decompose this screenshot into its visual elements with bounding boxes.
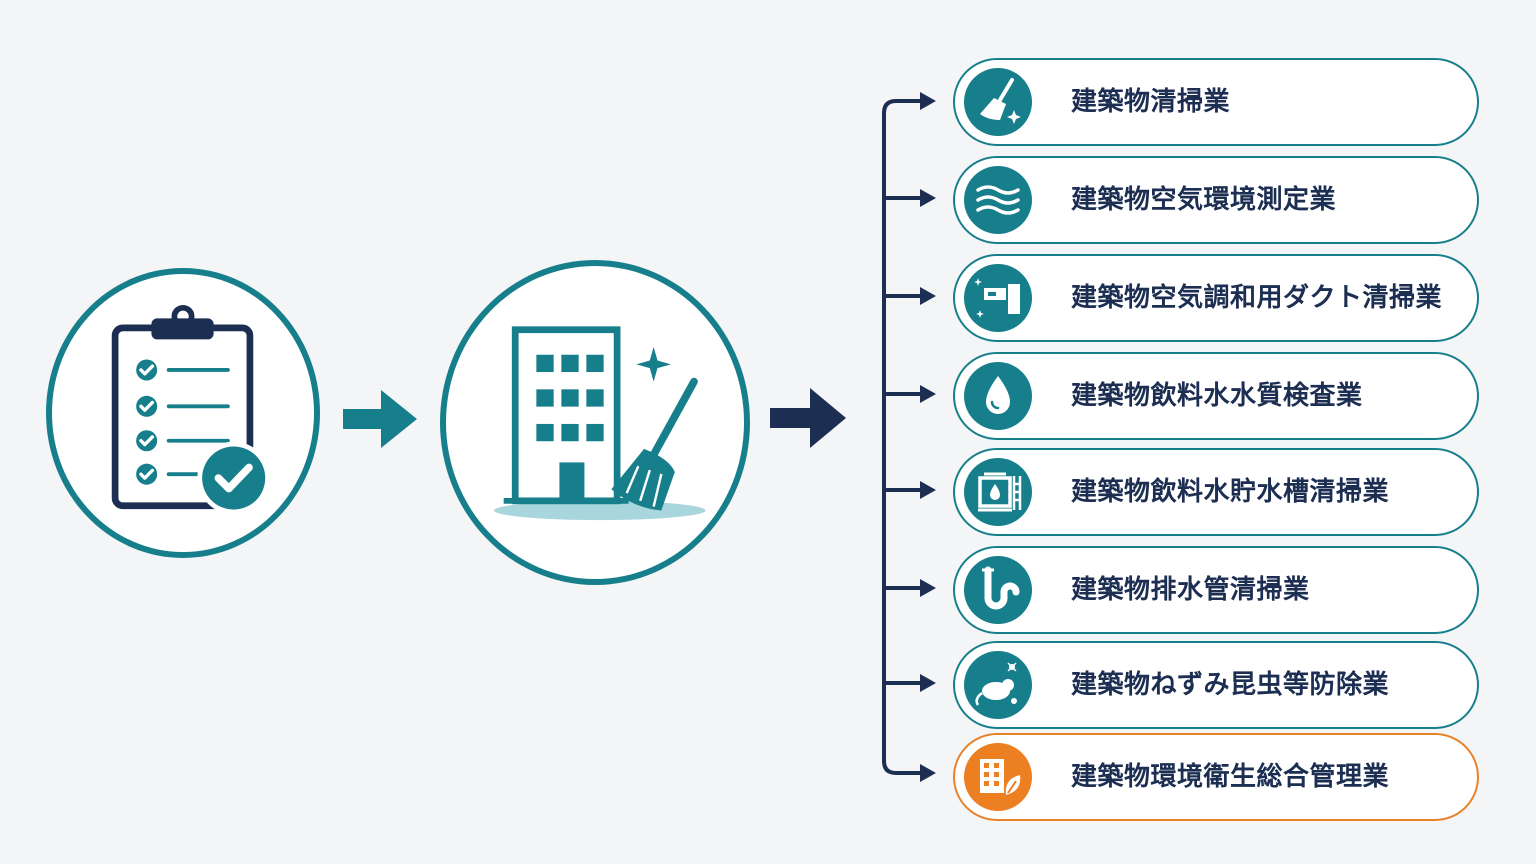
flow-arrow-2 xyxy=(770,388,846,448)
air-waves-icon xyxy=(964,166,1032,234)
water-drop-icon xyxy=(964,362,1032,430)
category-item-air-measurement: 建築物空気環境測定業 xyxy=(953,156,1479,244)
category-label: 建築物空気調和用ダクト清掃業 xyxy=(1071,283,1443,313)
duct-cleaning-icon xyxy=(964,264,1032,332)
category-label: 建築物飲料水貯水槽清掃業 xyxy=(1071,477,1390,507)
category-item-pest-control: 建築物ねずみ昆虫等防除業 xyxy=(953,641,1479,729)
category-item-tank-cleaning: 建築物飲料水貯水槽清掃業 xyxy=(953,448,1479,536)
category-item-water-quality: 建築物飲料水水質検査業 xyxy=(953,352,1479,440)
category-item-duct-cleaning: 建築物空気調和用ダクト清掃業 xyxy=(953,254,1479,342)
category-item-general-management: 建築物環境衛生総合管理業 xyxy=(953,733,1479,821)
category-label: 建築物飲料水水質検査業 xyxy=(1071,381,1363,411)
drain-pipe-icon xyxy=(964,556,1032,624)
rat-insect-icon xyxy=(964,651,1032,719)
category-label: 建築物空気環境測定業 xyxy=(1071,185,1337,215)
clipboard-checklist-icon xyxy=(111,304,271,515)
checklist-circle xyxy=(46,268,320,558)
category-label: 建築物ねずみ昆虫等防除業 xyxy=(1071,670,1390,700)
building-cleaning-icon xyxy=(494,326,706,521)
category-item-cleaning: 建築物清掃業 xyxy=(953,58,1479,146)
flow-arrow-1 xyxy=(343,390,417,448)
category-item-drain-cleaning: 建築物排水管清掃業 xyxy=(953,546,1479,634)
broom-sparkle-icon xyxy=(964,68,1032,136)
category-label: 建築物清掃業 xyxy=(1071,87,1231,117)
category-label: 建築物排水管清掃業 xyxy=(1071,575,1310,605)
building-leaf-icon xyxy=(964,743,1032,811)
category-label: 建築物環境衛生総合管理業 xyxy=(1071,762,1390,792)
water-tank-icon xyxy=(964,458,1032,526)
building-cleaning-circle xyxy=(440,260,750,585)
